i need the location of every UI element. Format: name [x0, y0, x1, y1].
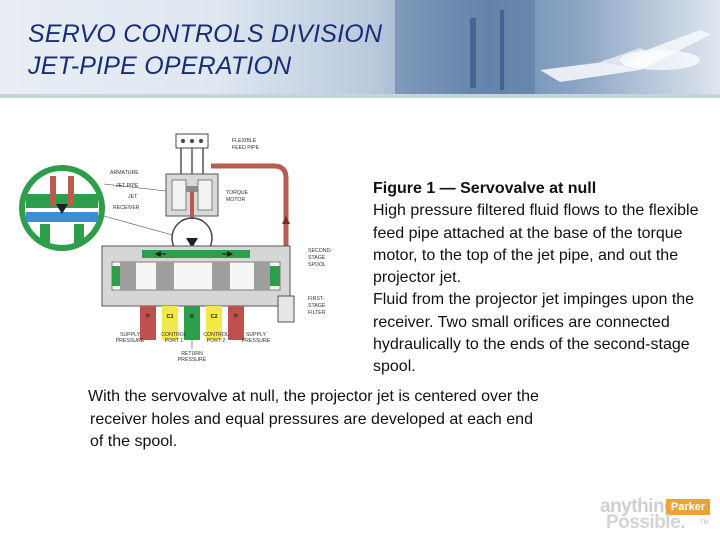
label-receiver: RECEIVER [113, 205, 140, 211]
label-flexible: FLEXIBLE [232, 138, 257, 144]
label-jet-pipe: JET PIPE [116, 183, 139, 189]
port-supply-right [228, 306, 244, 340]
label-control-port1-2: PORT 1 [165, 338, 184, 344]
explanation-line-1: With the servovalve at null, the project… [88, 388, 539, 405]
title-line-2: JET-PIPE OPERATION [28, 52, 292, 80]
logo-trademark: TM [700, 520, 709, 526]
explanation-line-2: receiver holes and equal pressures are d… [90, 410, 533, 428]
port-supply-left [140, 306, 156, 340]
logo-word-possible: Possible. [606, 512, 685, 533]
port-label-p-left: P [146, 314, 150, 320]
port-label-c2: C2 [210, 314, 217, 320]
first-stage-filter [277, 295, 295, 323]
flexible-feed-pipe [211, 163, 289, 276]
feed-pipe-arrow-icon [282, 216, 290, 224]
servovalve-diagram: ARMATURE JET PIPE JET RECEIVER FLEXIBLE … [19, 133, 332, 363]
parker-logo: anything Parker Possible. TM [596, 496, 714, 536]
title-line-1: SERVO CONTROLS DIVISION [28, 20, 383, 48]
label-torque: TORQUE [226, 190, 249, 196]
label-supply-left-2: PRESSURE [116, 338, 145, 344]
label-first: FIRST- [308, 296, 325, 302]
label-control-port1-1: CONTROL [161, 332, 186, 338]
figure-title: Figure 1 — Servovalve at null [373, 180, 597, 197]
label-armature: ARMATURE [110, 170, 139, 176]
port-label-p-right: P [234, 314, 238, 320]
label-supply-right-2: PRESSURE [242, 338, 271, 344]
explanation-line-3: of the spool. [90, 433, 178, 450]
figure-caption: Figure 1 — Servovalve at null High press… [373, 178, 703, 379]
logo-parker-tag: Parker [666, 499, 710, 515]
label-filter: FILTER [308, 310, 326, 316]
label-spool: SPOOL [308, 262, 326, 268]
label-supply-left-1: SUPPLY [120, 332, 141, 338]
logo-word-anything: anything [600, 496, 676, 517]
header-banner: SERVO CONTROLS DIVISION JET-PIPE OPERATI… [0, 0, 720, 98]
label-first-stage: STAGE [308, 303, 326, 309]
label-return-2: PRESSURE [178, 357, 207, 363]
label-motor: MOTOR [226, 197, 245, 203]
label-return-1: RETURN [181, 351, 203, 357]
port-control-1 [162, 306, 178, 340]
port-return [184, 306, 200, 340]
page-title: SERVO CONTROLS DIVISION JET-PIPE OPERATI… [28, 18, 382, 82]
label-control-port2-2: PORT 2 [207, 338, 226, 344]
port-label-r: R [190, 314, 194, 320]
label-stage: STAGE [308, 255, 326, 261]
port-control-2 [206, 306, 222, 340]
port-label-c1: C1 [166, 314, 173, 320]
caption-paragraph-1: High pressure filtered fluid flows to th… [373, 202, 699, 287]
label-second: SECOND- [308, 248, 332, 254]
projector-jet-icon [56, 204, 68, 214]
banner-background-graphic [0, 0, 720, 98]
label-supply-right-1: SUPPLY [246, 332, 267, 338]
caption-paragraph-2: Fluid from the projector jet impinges up… [373, 291, 695, 376]
label-control-port2-1: CONTROL [203, 332, 228, 338]
label-feed-pipe: FEED PIPE [232, 145, 260, 151]
label-jet: JET [128, 194, 138, 200]
null-position-explanation: With the servovalve at null, the project… [88, 386, 628, 454]
